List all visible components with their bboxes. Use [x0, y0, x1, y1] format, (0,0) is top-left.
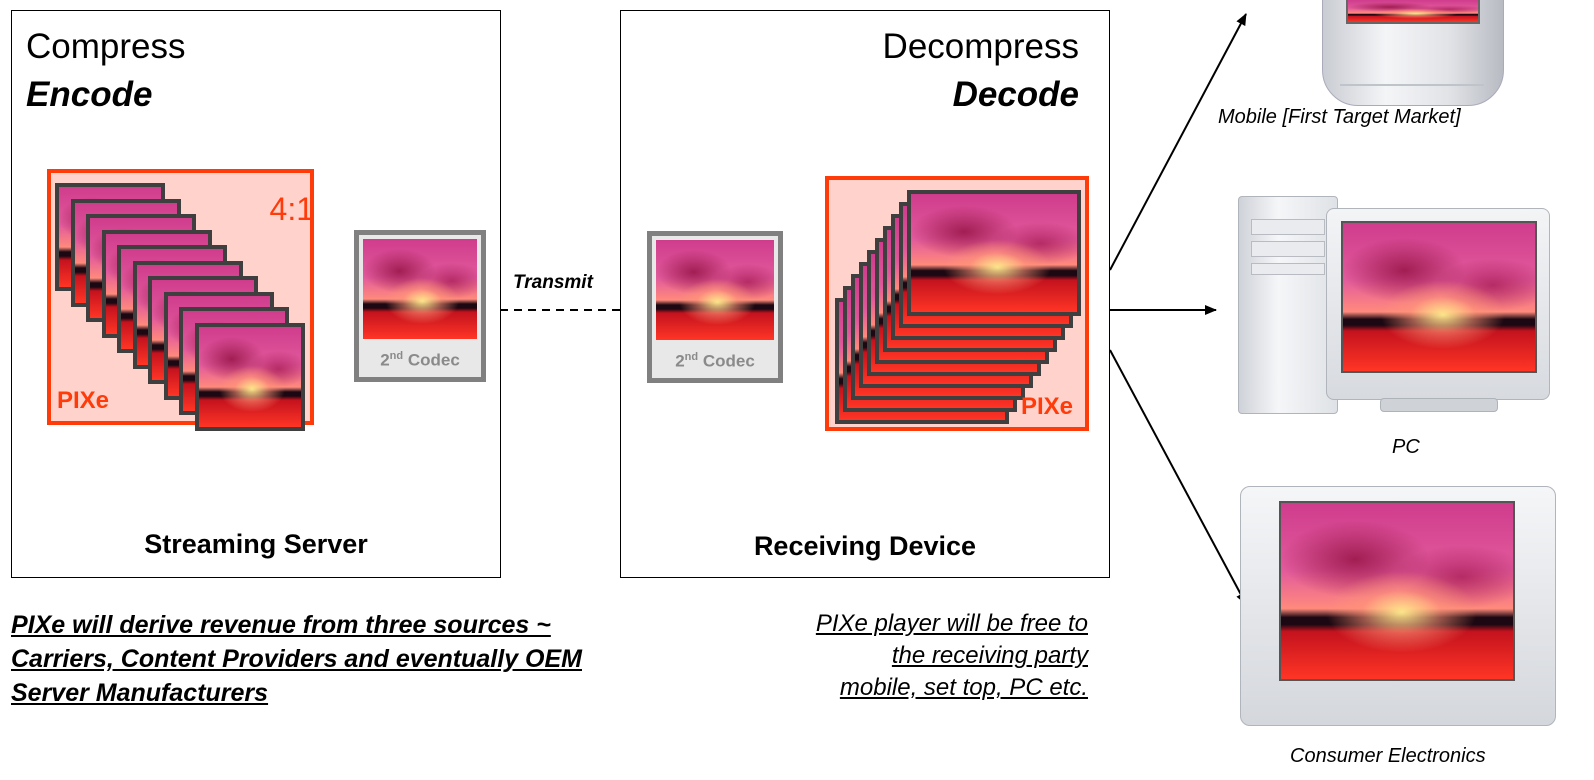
mobile-screen — [1346, 0, 1480, 24]
compression-ratio: 4:1 — [269, 191, 314, 227]
codec-thumbnail — [656, 240, 774, 340]
drive-bay — [1251, 241, 1325, 257]
player-note: PIXe player will be free to the receivin… — [660, 608, 1088, 704]
receiving-device-label: Receiving Device — [753, 531, 977, 561]
codec-label: 2nd Codec — [675, 351, 755, 371]
compress-title: Compress — [26, 27, 186, 66]
arrow-to-mobile — [1109, 13, 1247, 271]
mobile-caption: Mobile [First Target Market] — [1218, 106, 1461, 128]
tv-screen — [1279, 501, 1515, 681]
receiving-device-panel: Decompress Decode 2nd Codec PIXe Receivi… — [620, 10, 1110, 578]
video-frame — [194, 322, 305, 431]
arrow-to-consumer-electronics — [1109, 349, 1247, 605]
streaming-server-panel: Compress Encode 4:1 PIXe Streaming Serve… — [11, 10, 501, 578]
pixe-encoder-stack: 4:1 PIXe — [47, 169, 314, 431]
revenue-note: PIXe will derive revenue from three sour… — [11, 611, 582, 707]
pc-caption: PC — [1392, 436, 1420, 458]
video-frame — [907, 190, 1081, 316]
drive-bay — [1251, 219, 1325, 235]
streaming-server-label: Streaming Server — [144, 529, 368, 559]
pixe-label-encoder: PIXe — [57, 387, 110, 414]
codec-thumbnail — [363, 239, 477, 339]
pc-monitor-stand — [1380, 398, 1498, 412]
mobile-keypad-edge — [1340, 84, 1484, 106]
codec-box-decoder: 2nd Codec — [647, 231, 783, 383]
tv-image — [1240, 486, 1556, 726]
pc-tower-image — [1238, 196, 1338, 414]
player-note-line: mobile, set top, PC etc. — [839, 674, 1088, 701]
pixe-label-decoder: PIXe — [1020, 393, 1073, 420]
codec-label: 2nd Codec — [380, 350, 460, 370]
pc-monitor-image — [1326, 208, 1550, 400]
transmit-label: Transmit — [513, 272, 593, 293]
codec-box-encoder: 2nd Codec — [354, 230, 486, 382]
player-note-line: the receiving party — [891, 642, 1088, 669]
encode-title: Encode — [26, 75, 153, 114]
pixe-decoder-stack: PIXe — [825, 176, 1089, 431]
player-note-line: PIXe player will be free to — [815, 610, 1088, 637]
pc-screen — [1341, 221, 1537, 373]
consumer-electronics-caption: Consumer Electronics — [1290, 745, 1486, 767]
mobile-phone-image — [1322, 0, 1504, 106]
decompress-title: Decompress — [882, 27, 1079, 66]
drive-bay — [1251, 263, 1325, 275]
decode-title: Decode — [952, 75, 1079, 114]
